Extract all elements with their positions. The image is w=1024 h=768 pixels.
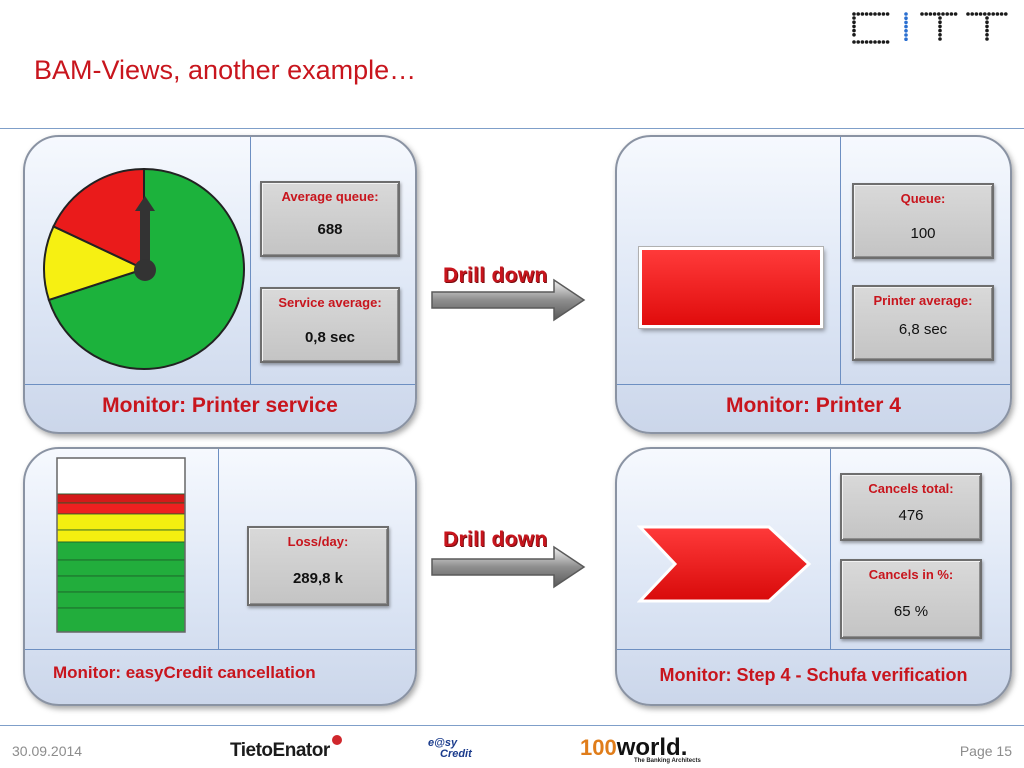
kpi-value: 289,8 k	[292, 570, 344, 587]
gauge-needle	[134, 196, 156, 281]
level-empty	[56, 457, 186, 495]
kpi-label: Cancels in %:	[868, 567, 954, 582]
level-bar-frame	[56, 457, 186, 633]
kpi-value: 688	[317, 221, 343, 238]
level-green	[56, 559, 186, 577]
kpi-label: Printer average:	[873, 293, 973, 308]
100world-logo: 100world. The Banking Architects	[580, 734, 701, 764]
easycredit-logo: e@sy Credit	[428, 738, 472, 760]
kpi-value: 476	[898, 507, 924, 524]
tietoenator-logo-mark	[332, 735, 342, 745]
panel-divider	[25, 649, 415, 650]
kpi-value: 6,8 sec	[898, 321, 948, 338]
kpi-average-queue: Average queue: 688	[260, 181, 400, 257]
kpi-value: 0,8 sec	[304, 329, 356, 346]
level-green	[56, 607, 186, 633]
panel-divider	[830, 449, 831, 649]
footer-date: 30.09.2014	[12, 743, 83, 759]
panel-divider	[25, 384, 415, 385]
panel-divider	[250, 137, 251, 384]
level-green	[56, 541, 186, 561]
level-green	[56, 575, 186, 593]
panel-divider	[840, 137, 841, 384]
panel-printer-service: Average queue: 688 Service average: 0,8 …	[23, 135, 417, 434]
level-red	[56, 502, 186, 515]
kpi-label: Queue:	[900, 191, 946, 206]
kpi-printer-average: Printer average: 6,8 sec	[852, 285, 994, 361]
loss-level-bar	[56, 457, 186, 633]
panel-divider	[617, 649, 1010, 650]
panel-label: Monitor: Printer 4	[725, 394, 901, 417]
tietoenator-logo-text: TietoEnator	[230, 740, 330, 761]
level-green	[56, 591, 186, 609]
slide-title: BAM-Views, another example…	[34, 55, 417, 85]
panel-printer-4: Queue: 100 Printer average: 6,8 sec Moni…	[615, 135, 1012, 434]
100world-logo-word: world.	[616, 734, 688, 761]
panel-divider	[617, 384, 1010, 385]
easycredit-logo-bottom: Credit	[440, 748, 472, 760]
kpi-queue: Queue: 100	[852, 183, 994, 259]
citt-logo	[852, 12, 1008, 44]
kpi-value: 100	[910, 225, 936, 242]
kpi-label: Loss/day:	[287, 534, 349, 549]
easycredit-logo-top: e@sy	[428, 737, 458, 749]
kpi-cancels-percent: Cancels in %: 65 %	[840, 559, 982, 639]
level-red	[56, 493, 186, 504]
tietoenator-logo: TietoEnator	[230, 740, 330, 762]
footer-rule	[0, 725, 1024, 726]
panel-divider	[218, 449, 219, 649]
panel-label: Monitor: Printer service	[102, 394, 338, 417]
pie-slice-red	[52, 167, 145, 271]
panel-label: Monitor: Step 4 - Schufa verification	[659, 665, 968, 685]
kpi-value: 65 %	[893, 603, 929, 620]
kpi-loss-per-day: Loss/day: 289,8 k	[247, 526, 389, 606]
kpi-cancels-total: Cancels total: 476	[840, 473, 982, 541]
pie-slice-yellow	[43, 225, 147, 302]
footer-page-number: Page 15	[959, 743, 1012, 759]
drill-down-label: Drill down	[443, 264, 548, 287]
drill-down-label: Drill down	[443, 528, 548, 551]
panel-step4: Cancels total: 476 Cancels in %: 65 % Mo…	[615, 447, 1012, 706]
kpi-label: Cancels total:	[868, 481, 954, 496]
drill-down-arrow	[431, 278, 586, 322]
kpi-label: Service average:	[278, 295, 382, 310]
panel-easycredit: Loss/day: 289,8 k Monitor: easyCredit ca…	[23, 447, 417, 706]
printer-status-block	[639, 247, 823, 328]
header-rule	[0, 128, 1024, 129]
panel-label: Monitor: easyCredit cancellation	[53, 663, 316, 682]
100world-logo-number: 100	[580, 735, 617, 760]
printer-gauge-pie	[43, 167, 245, 370]
step-chevron	[637, 525, 812, 603]
level-yellow	[56, 529, 186, 543]
kpi-label: Average queue:	[281, 189, 379, 204]
kpi-service-average: Service average: 0,8 sec	[260, 287, 400, 363]
level-yellow	[56, 513, 186, 531]
100world-logo-tagline: The Banking Architects	[634, 758, 701, 764]
drill-down-arrow	[431, 545, 586, 589]
